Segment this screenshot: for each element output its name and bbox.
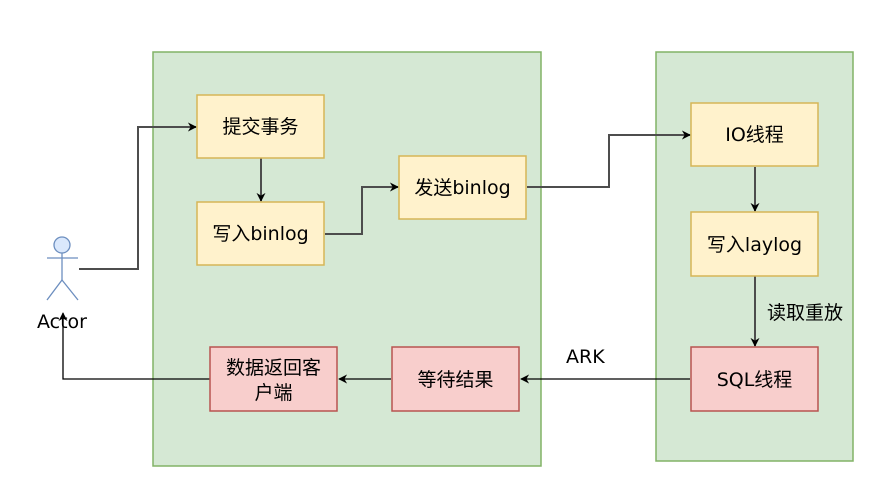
actor[interactable]: Actor	[37, 236, 87, 333]
actor-head-icon	[53, 236, 71, 254]
node-write-binlog-label: 写入binlog	[212, 223, 308, 245]
node-sql-thread-label: SQL线程	[717, 369, 793, 391]
actor-label: Actor	[37, 311, 87, 333]
edge-send-to-io-thread[interactable]	[527, 130, 691, 188]
node-sql-thread[interactable]: SQL线程	[690, 346, 819, 412]
node-io-thread[interactable]: IO线程	[690, 102, 819, 167]
node-return-to-client-label-line1: 数据返回客	[226, 357, 321, 379]
edge-actor-to-commit[interactable]	[79, 122, 197, 270]
node-write-relaylog-label: 写入laylog	[707, 234, 802, 256]
node-wait-result-label: 等待结果	[417, 369, 493, 391]
node-commit-transaction[interactable]: 提交事务	[196, 94, 325, 159]
node-write-relaylog[interactable]: 写入laylog	[690, 211, 819, 277]
node-return-to-client-label-line2: 户端	[254, 382, 292, 404]
node-commit-transaction-label: 提交事务	[222, 116, 298, 138]
node-send-binlog[interactable]: 发送binlog	[398, 155, 527, 220]
edge-write-binlog-to-send[interactable]	[325, 182, 399, 235]
node-write-binlog[interactable]: 写入binlog	[196, 201, 325, 266]
node-io-thread-label: IO线程	[725, 124, 784, 146]
edge-label-ack: ARK	[566, 346, 605, 368]
node-send-binlog-label: 发送binlog	[414, 177, 510, 199]
node-wait-result[interactable]: 等待结果	[391, 346, 520, 412]
edge-return-to-actor[interactable]	[58, 312, 210, 380]
edge-label-replay: 读取重放	[767, 302, 843, 324]
node-return-to-client[interactable]: 数据返回客 户端	[209, 346, 338, 412]
